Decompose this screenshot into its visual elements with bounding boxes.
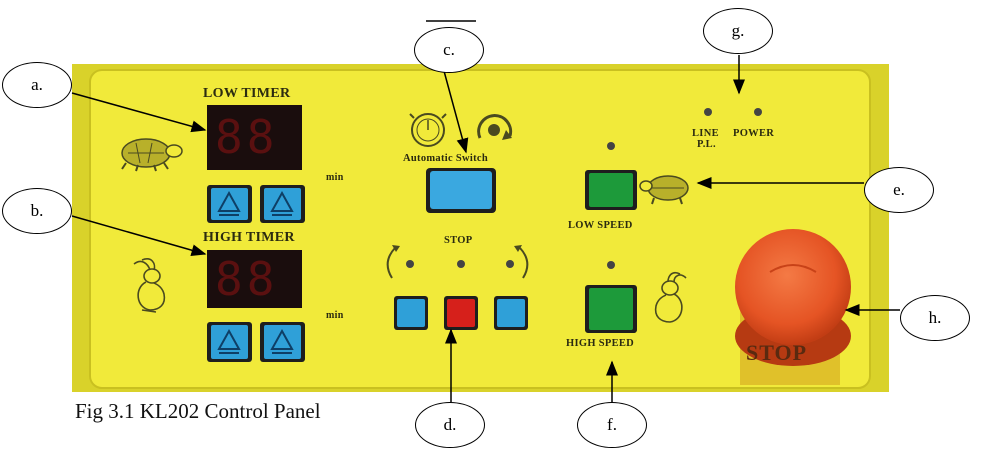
line-led [704, 108, 712, 116]
high-speed-button[interactable] [585, 285, 637, 333]
pl-label: P.L. [697, 139, 716, 150]
turtle-icon [121, 138, 183, 172]
low-timer-display [207, 105, 302, 170]
callout-a: a. [2, 62, 72, 108]
callout-d: d. [415, 402, 485, 448]
low-speed-label: LOW SPEED [568, 220, 633, 231]
automatic-switch-label: Automatic Switch [403, 153, 489, 164]
low-timer-button-1[interactable] [207, 185, 252, 223]
high-speed-label: HIGH SPEED [566, 338, 635, 349]
line-label: LINE [692, 128, 719, 139]
rotate-left-indicator [386, 247, 396, 279]
triangle-up-icon [217, 190, 241, 212]
automatic-switch-button[interactable] [426, 168, 496, 213]
callout-line-a [71, 92, 207, 133]
figure-caption: Fig 3.1 KL202 Control Panel [75, 399, 321, 423]
callout-h: h. [900, 295, 970, 341]
high-timer-unit: min [326, 310, 344, 321]
callout-g: g. [703, 8, 773, 54]
rotate-icon [477, 114, 513, 140]
low-timer-digits: 88 [215, 110, 279, 164]
rabbit-icon [133, 258, 166, 313]
high-timer-button-1[interactable] [207, 322, 252, 362]
emergency-stop-label: STOP [746, 340, 808, 365]
low-timer-button-2[interactable] [260, 185, 305, 223]
stop-button[interactable] [444, 296, 478, 330]
turtle-icon [639, 175, 689, 205]
callout-f: f. [577, 402, 647, 448]
high-speed-led [607, 261, 615, 269]
triangle-up-icon [217, 328, 241, 350]
low-speed-led [607, 142, 615, 150]
indicator-led [506, 260, 514, 268]
callout-line-b [71, 215, 207, 257]
stopwatch-icon [409, 113, 447, 147]
power-label: POWER [733, 128, 775, 139]
low-speed-button[interactable] [585, 170, 637, 210]
callout-line-c [443, 70, 469, 154]
high-timer-button-2[interactable] [260, 322, 305, 362]
power-led [754, 108, 762, 116]
rotate-right-button[interactable] [494, 296, 528, 330]
callout-c: c. [414, 27, 484, 73]
low-timer-label: LOW TIMER [203, 86, 291, 101]
stop-group-label: STOP [444, 235, 473, 246]
high-timer-digits: 88 [215, 252, 279, 306]
callout-e: e. [864, 167, 934, 213]
indicator-led [406, 260, 414, 268]
high-timer-display [207, 250, 302, 308]
rabbit-icon [654, 271, 687, 323]
callout-b: b. [2, 188, 72, 234]
rotate-left-button[interactable] [394, 296, 428, 330]
high-timer-label: HIGH TIMER [203, 230, 295, 245]
emergency-stop-button[interactable] [735, 229, 851, 345]
triangle-up-icon [270, 328, 294, 350]
indicator-led [457, 260, 465, 268]
rotate-right-indicator [519, 247, 529, 279]
low-timer-unit: min [326, 172, 344, 183]
triangle-up-icon [270, 190, 294, 212]
